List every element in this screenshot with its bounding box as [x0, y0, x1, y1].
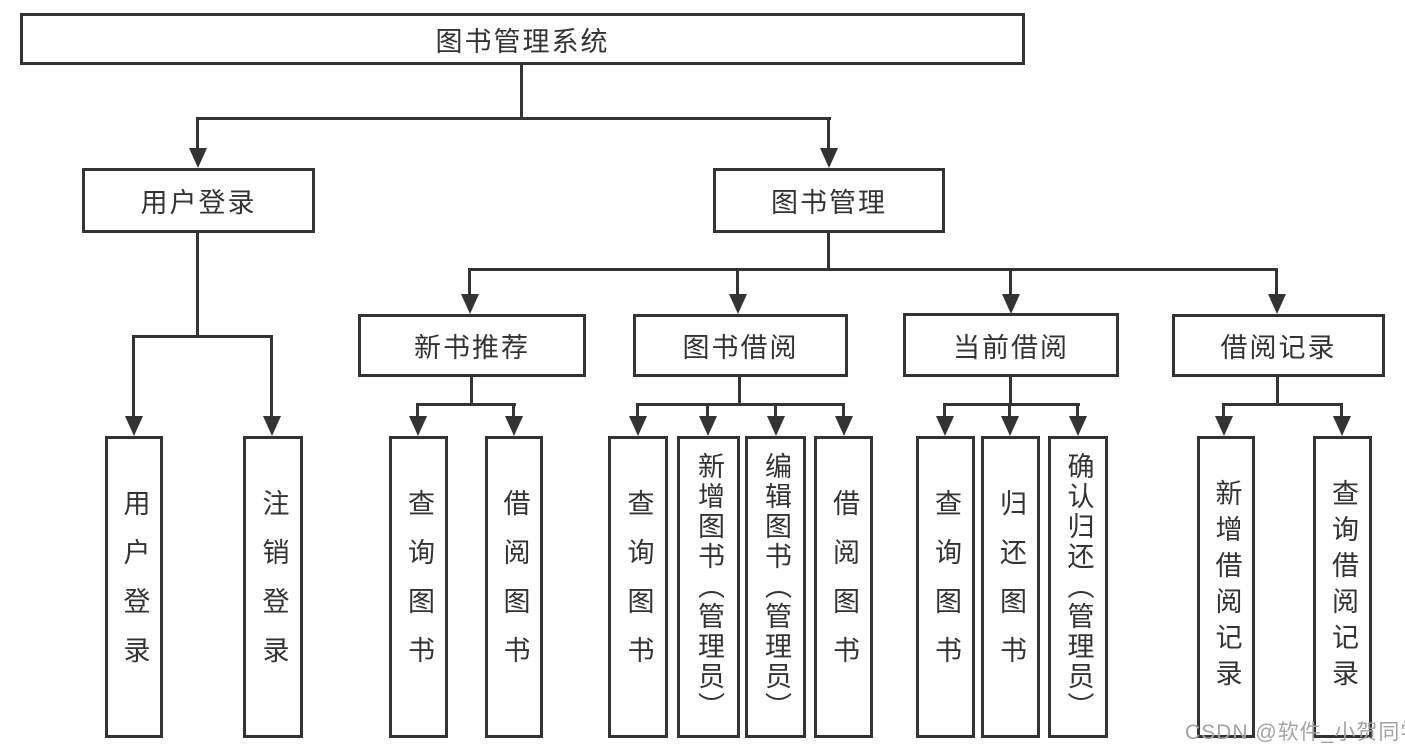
- connector-hline: [196, 117, 831, 120]
- arrowhead-down-icon: [767, 416, 785, 436]
- leaf-add-book-admin: 新增图书（管理员）: [677, 436, 740, 738]
- arrowhead-down-icon: [835, 416, 853, 436]
- leaf-borrow-books-recommend: 借阅图书: [485, 436, 543, 738]
- connector-hline: [416, 403, 516, 406]
- connector-hline: [468, 268, 1278, 271]
- node-new-book-recommendation: 新书推荐: [358, 314, 586, 377]
- leaf-query-books-recommend: 查询图书: [389, 436, 448, 738]
- node-borrowing-records: 借阅记录: [1172, 314, 1385, 377]
- leaf-label: 查询借阅记录: [1328, 479, 1358, 695]
- connector-vline: [636, 403, 639, 418]
- connector-vline: [706, 403, 709, 418]
- node-current-borrowing: 当前借阅: [903, 313, 1119, 377]
- arrowhead-down-icon: [409, 416, 427, 436]
- leaf-borrow-books-borrowing: 借阅图书: [814, 436, 873, 738]
- connector-vline: [512, 403, 515, 418]
- connector-hline: [943, 403, 1080, 406]
- node-book-management: 图书管理: [713, 168, 945, 233]
- arrowhead-down-icon: [461, 294, 479, 314]
- node-user-login: 用户登录: [82, 168, 315, 233]
- arrowhead-down-icon: [699, 416, 717, 436]
- arrowhead-down-icon: [1069, 416, 1087, 436]
- leaf-add-borrow-record: 新增借阅记录: [1197, 436, 1255, 738]
- leaf-label: 确认归还（管理员）: [1063, 452, 1094, 722]
- arrowhead-down-icon: [629, 416, 647, 436]
- connector-vline: [842, 403, 845, 418]
- connector-vline: [738, 377, 741, 405]
- node-label: 新书推荐: [414, 333, 530, 363]
- leaf-edit-book-admin: 编辑图书（管理员）: [745, 436, 806, 738]
- arrowhead-down-icon: [189, 148, 207, 168]
- node-label: 当前借阅: [953, 332, 1069, 363]
- connector-vline: [416, 403, 419, 418]
- arrowhead-down-icon: [1215, 416, 1233, 436]
- leaf-label: 新增图书（管理员）: [694, 452, 724, 722]
- leaf-label: 用户登录: [119, 489, 150, 685]
- leaf-label: 查询图书: [931, 489, 961, 685]
- connector-vline: [1009, 268, 1012, 296]
- connector-vline: [1340, 403, 1343, 418]
- leaf-label: 借阅图书: [499, 489, 530, 685]
- arrowhead-down-icon: [820, 148, 838, 168]
- connector-vline: [827, 233, 830, 271]
- connector-vline: [470, 377, 473, 405]
- leaf-label: 借阅图书: [829, 489, 859, 685]
- arrowhead-down-icon: [263, 416, 281, 436]
- connector-hline: [1222, 403, 1343, 406]
- connector-vline: [132, 335, 135, 418]
- connector-vline: [736, 268, 739, 296]
- node-label: 图书借阅: [682, 333, 799, 363]
- connector-hline: [636, 403, 845, 406]
- connector-vline: [468, 268, 471, 296]
- arrowhead-down-icon: [505, 416, 523, 436]
- arrowhead-down-icon: [1268, 294, 1286, 314]
- leaf-user-login: 用户登录: [105, 436, 163, 738]
- node-label: 图书管理系统: [435, 26, 610, 57]
- connector-vline: [520, 65, 523, 118]
- connector-vline: [1008, 403, 1011, 418]
- leaf-label: 归还图书: [996, 489, 1026, 685]
- leaf-label: 新增借阅记录: [1211, 479, 1242, 695]
- arrowhead-down-icon: [729, 294, 747, 314]
- connector-vline: [270, 335, 273, 418]
- connector-vline: [774, 403, 777, 418]
- leaf-return-books: 归还图书: [981, 436, 1040, 738]
- node-label: 借阅记录: [1220, 333, 1337, 363]
- node-label: 图书管理: [771, 188, 887, 218]
- connector-vline: [943, 403, 946, 418]
- connector-vline: [1276, 377, 1279, 405]
- node-library-management-system: 图书管理系统: [20, 13, 1025, 65]
- connector-vline: [1275, 268, 1278, 296]
- arrowhead-down-icon: [1002, 294, 1020, 314]
- leaf-label: 查询图书: [404, 489, 434, 685]
- connector-vline: [1009, 377, 1012, 405]
- leaf-label: 查询图书: [623, 489, 654, 685]
- leaf-confirm-return-admin: 确认归还（管理员）: [1048, 436, 1108, 738]
- connector-vline: [1222, 403, 1225, 418]
- arrowhead-down-icon: [1333, 416, 1351, 436]
- node-label: 用户登录: [140, 188, 257, 218]
- leaf-query-borrow-record: 查询借阅记录: [1313, 436, 1372, 738]
- csdn-watermark: CSDN @软件_小贺同学: [1185, 721, 1405, 744]
- connector-vline: [1076, 403, 1079, 418]
- connector-vline: [827, 117, 830, 152]
- leaf-query-books-current: 查询图书: [916, 436, 975, 738]
- leaf-label: 注销登录: [258, 489, 289, 685]
- connector-vline: [196, 117, 199, 152]
- connector-vline: [196, 233, 199, 338]
- arrowhead-down-icon: [125, 416, 143, 436]
- leaf-query-books-borrowing: 查询图书: [608, 436, 668, 738]
- connector-hline: [132, 335, 273, 338]
- arrowhead-down-icon: [936, 416, 954, 436]
- leaf-logout: 注销登录: [243, 436, 303, 738]
- node-book-borrowing: 图书借阅: [633, 314, 848, 377]
- arrowhead-down-icon: [1001, 416, 1019, 436]
- leaf-label: 编辑图书（管理员）: [761, 452, 791, 722]
